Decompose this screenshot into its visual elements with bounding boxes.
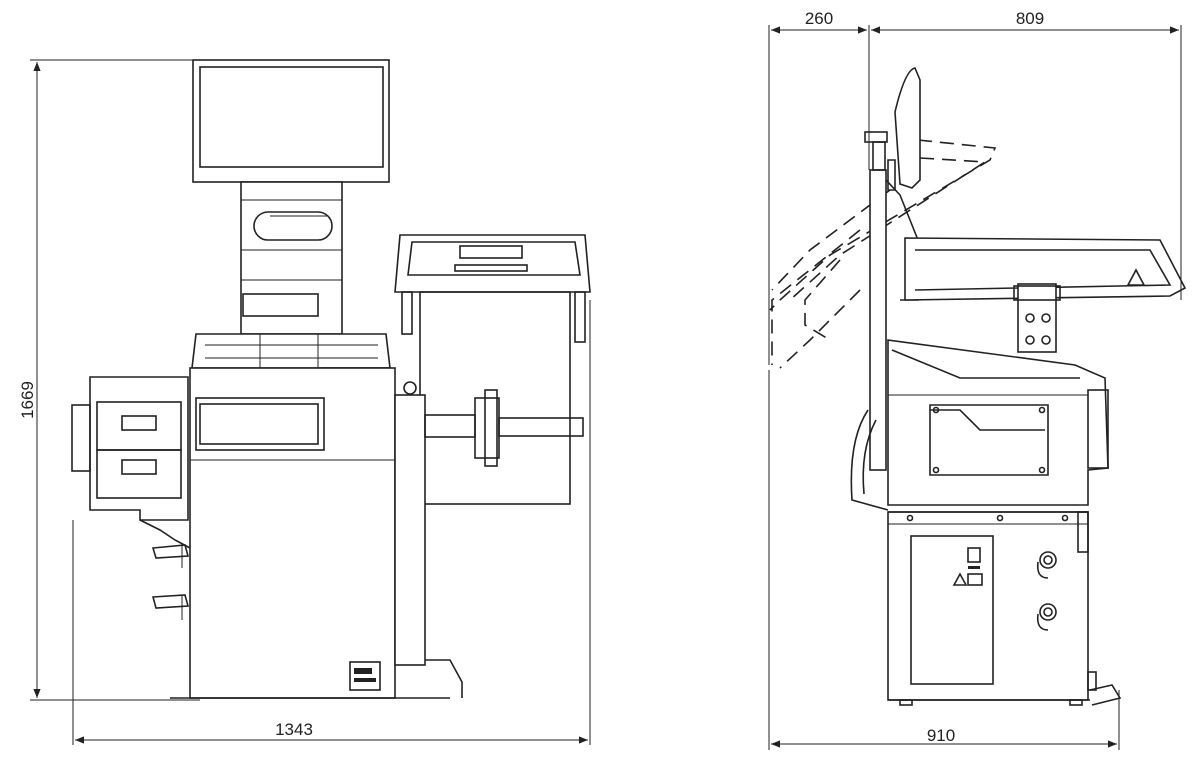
front-drawer-block bbox=[71, 376, 191, 549]
front-monitor bbox=[192, 59, 390, 183]
front-view: 1669 1343 bbox=[18, 59, 591, 745]
front-shaft bbox=[394, 381, 584, 666]
dim-side-top: 260 809 bbox=[768, 9, 1182, 365]
front-width-label: 1343 bbox=[275, 720, 313, 739]
dim-front-width: 1343 bbox=[72, 300, 591, 745]
side-hood-raised-dashed bbox=[769, 139, 997, 369]
front-hooks bbox=[151, 544, 190, 620]
front-height-label: 1669 bbox=[18, 381, 37, 419]
side-upper-body bbox=[887, 339, 1109, 506]
side-bottom-label: 910 bbox=[927, 726, 955, 745]
side-top-right-label: 809 bbox=[1016, 9, 1044, 28]
side-hood bbox=[904, 237, 1187, 353]
side-top-left-label: 260 bbox=[805, 9, 833, 28]
dim-front-height: 1669 bbox=[18, 59, 200, 701]
side-guard-arc bbox=[850, 409, 889, 511]
side-cabinet bbox=[887, 511, 1122, 706]
side-view: 260 809 910 bbox=[768, 9, 1187, 750]
front-column bbox=[240, 181, 343, 335]
front-main-body bbox=[170, 367, 463, 699]
dim-side-bottom: 910 bbox=[768, 370, 1120, 750]
front-wheel-guard bbox=[394, 234, 591, 505]
